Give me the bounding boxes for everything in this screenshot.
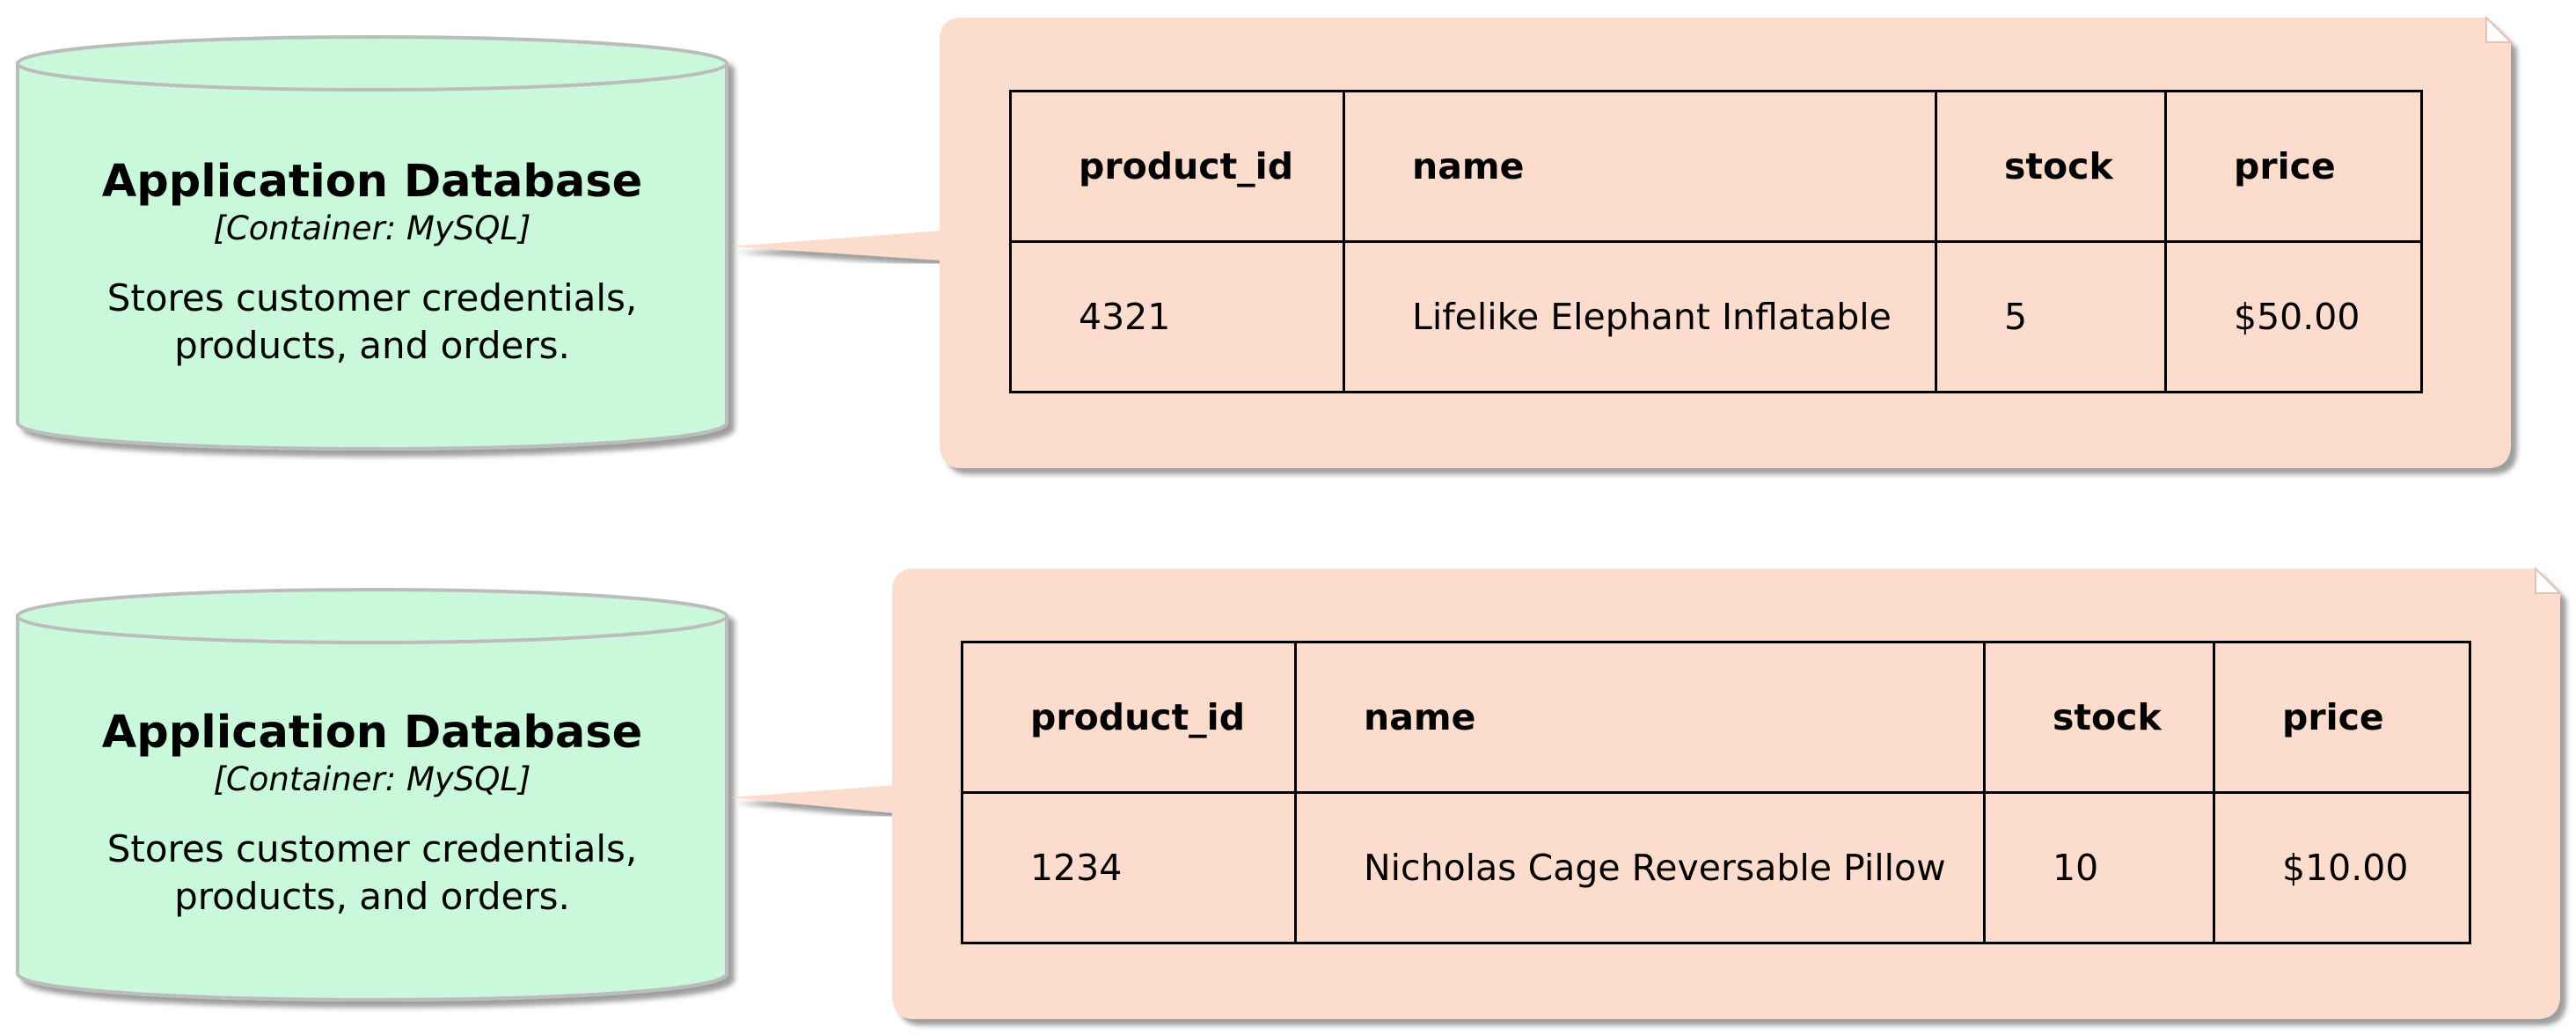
column-header-stock: stock bbox=[1983, 641, 2215, 794]
cell-name: Nicholas Cage Reversable Pillow bbox=[1294, 791, 1986, 944]
cell-name: Lifelike Elephant Inflatable bbox=[1343, 240, 1937, 393]
table-row: 4321 Lifelike Elephant Inflatable 5 $50.… bbox=[1009, 240, 2423, 393]
table-header-row: product_id name stock price bbox=[961, 641, 2471, 794]
column-header-price: price bbox=[2213, 641, 2471, 794]
database-description-line: Stores customer credentials, bbox=[106, 827, 638, 870]
database-technology: [Container: MySQL] bbox=[213, 760, 531, 798]
column-header-stock: stock bbox=[1935, 90, 2167, 243]
column-header-name: name bbox=[1343, 90, 1937, 243]
cell-price: $10.00 bbox=[2213, 791, 2471, 944]
cell-product-id: 1234 bbox=[961, 791, 1297, 944]
database-description: Stores customer credentials, products, a… bbox=[18, 826, 727, 921]
column-header-product-id: product_id bbox=[1009, 90, 1345, 243]
database-description-line: products, and orders. bbox=[174, 875, 570, 918]
cell-price: $50.00 bbox=[2164, 240, 2423, 393]
column-header-price: price bbox=[2164, 90, 2423, 243]
table-header-row: product_id name stock price bbox=[1009, 90, 2423, 243]
callout-pointer-2 bbox=[730, 785, 896, 813]
product-table-1: product_id name stock price 4321 Lifelik… bbox=[1009, 90, 2423, 393]
product-table-2-wrapper: product_id name stock price 1234 Nichola… bbox=[961, 641, 2471, 944]
callout-pointer-1 bbox=[730, 231, 943, 261]
database-cylinder-2 bbox=[16, 588, 728, 1002]
cell-stock: 5 bbox=[1935, 240, 2167, 393]
database-description-line: products, and orders. bbox=[174, 324, 570, 367]
product-table-1-wrapper: product_id name stock price 4321 Lifelik… bbox=[1009, 90, 2423, 393]
note-fold-corner-1 bbox=[2485, 15, 2514, 43]
product-table-2: product_id name stock price 1234 Nichola… bbox=[961, 641, 2471, 944]
database-description: Stores customer credentials, products, a… bbox=[18, 275, 727, 370]
note-fold-corner-2 bbox=[2535, 566, 2563, 594]
table-row: 1234 Nicholas Cage Reversable Pillow 10 … bbox=[961, 791, 2471, 944]
database-title: Application Database bbox=[101, 156, 643, 208]
database-cylinder-1 bbox=[16, 35, 728, 451]
database-title: Application Database bbox=[101, 707, 643, 759]
column-header-product-id: product_id bbox=[961, 641, 1297, 794]
database-description-line: Stores customer credentials, bbox=[106, 276, 638, 319]
cell-product-id: 4321 bbox=[1009, 240, 1345, 393]
database-label-1: Application Database [Container: MySQL] … bbox=[18, 155, 727, 370]
database-technology: [Container: MySQL] bbox=[213, 209, 531, 247]
database-label-2: Application Database [Container: MySQL] … bbox=[18, 706, 727, 921]
column-header-name: name bbox=[1294, 641, 1986, 794]
cell-stock: 10 bbox=[1983, 791, 2215, 944]
